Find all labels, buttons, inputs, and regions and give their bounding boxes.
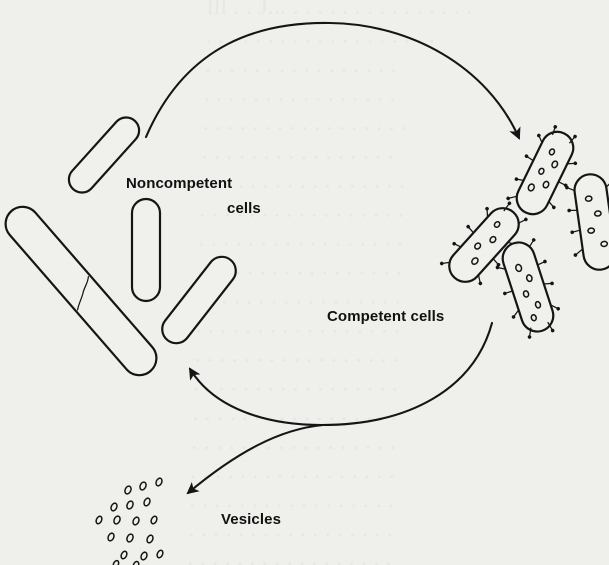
top-arrow-curve	[146, 23, 519, 138]
vesicle-cluster	[95, 477, 164, 565]
bottom-arrow-curve	[190, 323, 492, 425]
noncompetent-cell-vertical	[132, 199, 160, 301]
label-competent-cells: Competent cells	[327, 309, 444, 324]
noncompetent-cell-right	[157, 251, 242, 349]
competent-cell-partial-right	[563, 171, 609, 273]
label-noncompetent: Noncompetent	[126, 176, 232, 191]
vesicle-arrow-curve	[188, 425, 323, 493]
label-vesicles: Vesicles	[221, 512, 281, 527]
label-cells: cells	[227, 201, 261, 216]
